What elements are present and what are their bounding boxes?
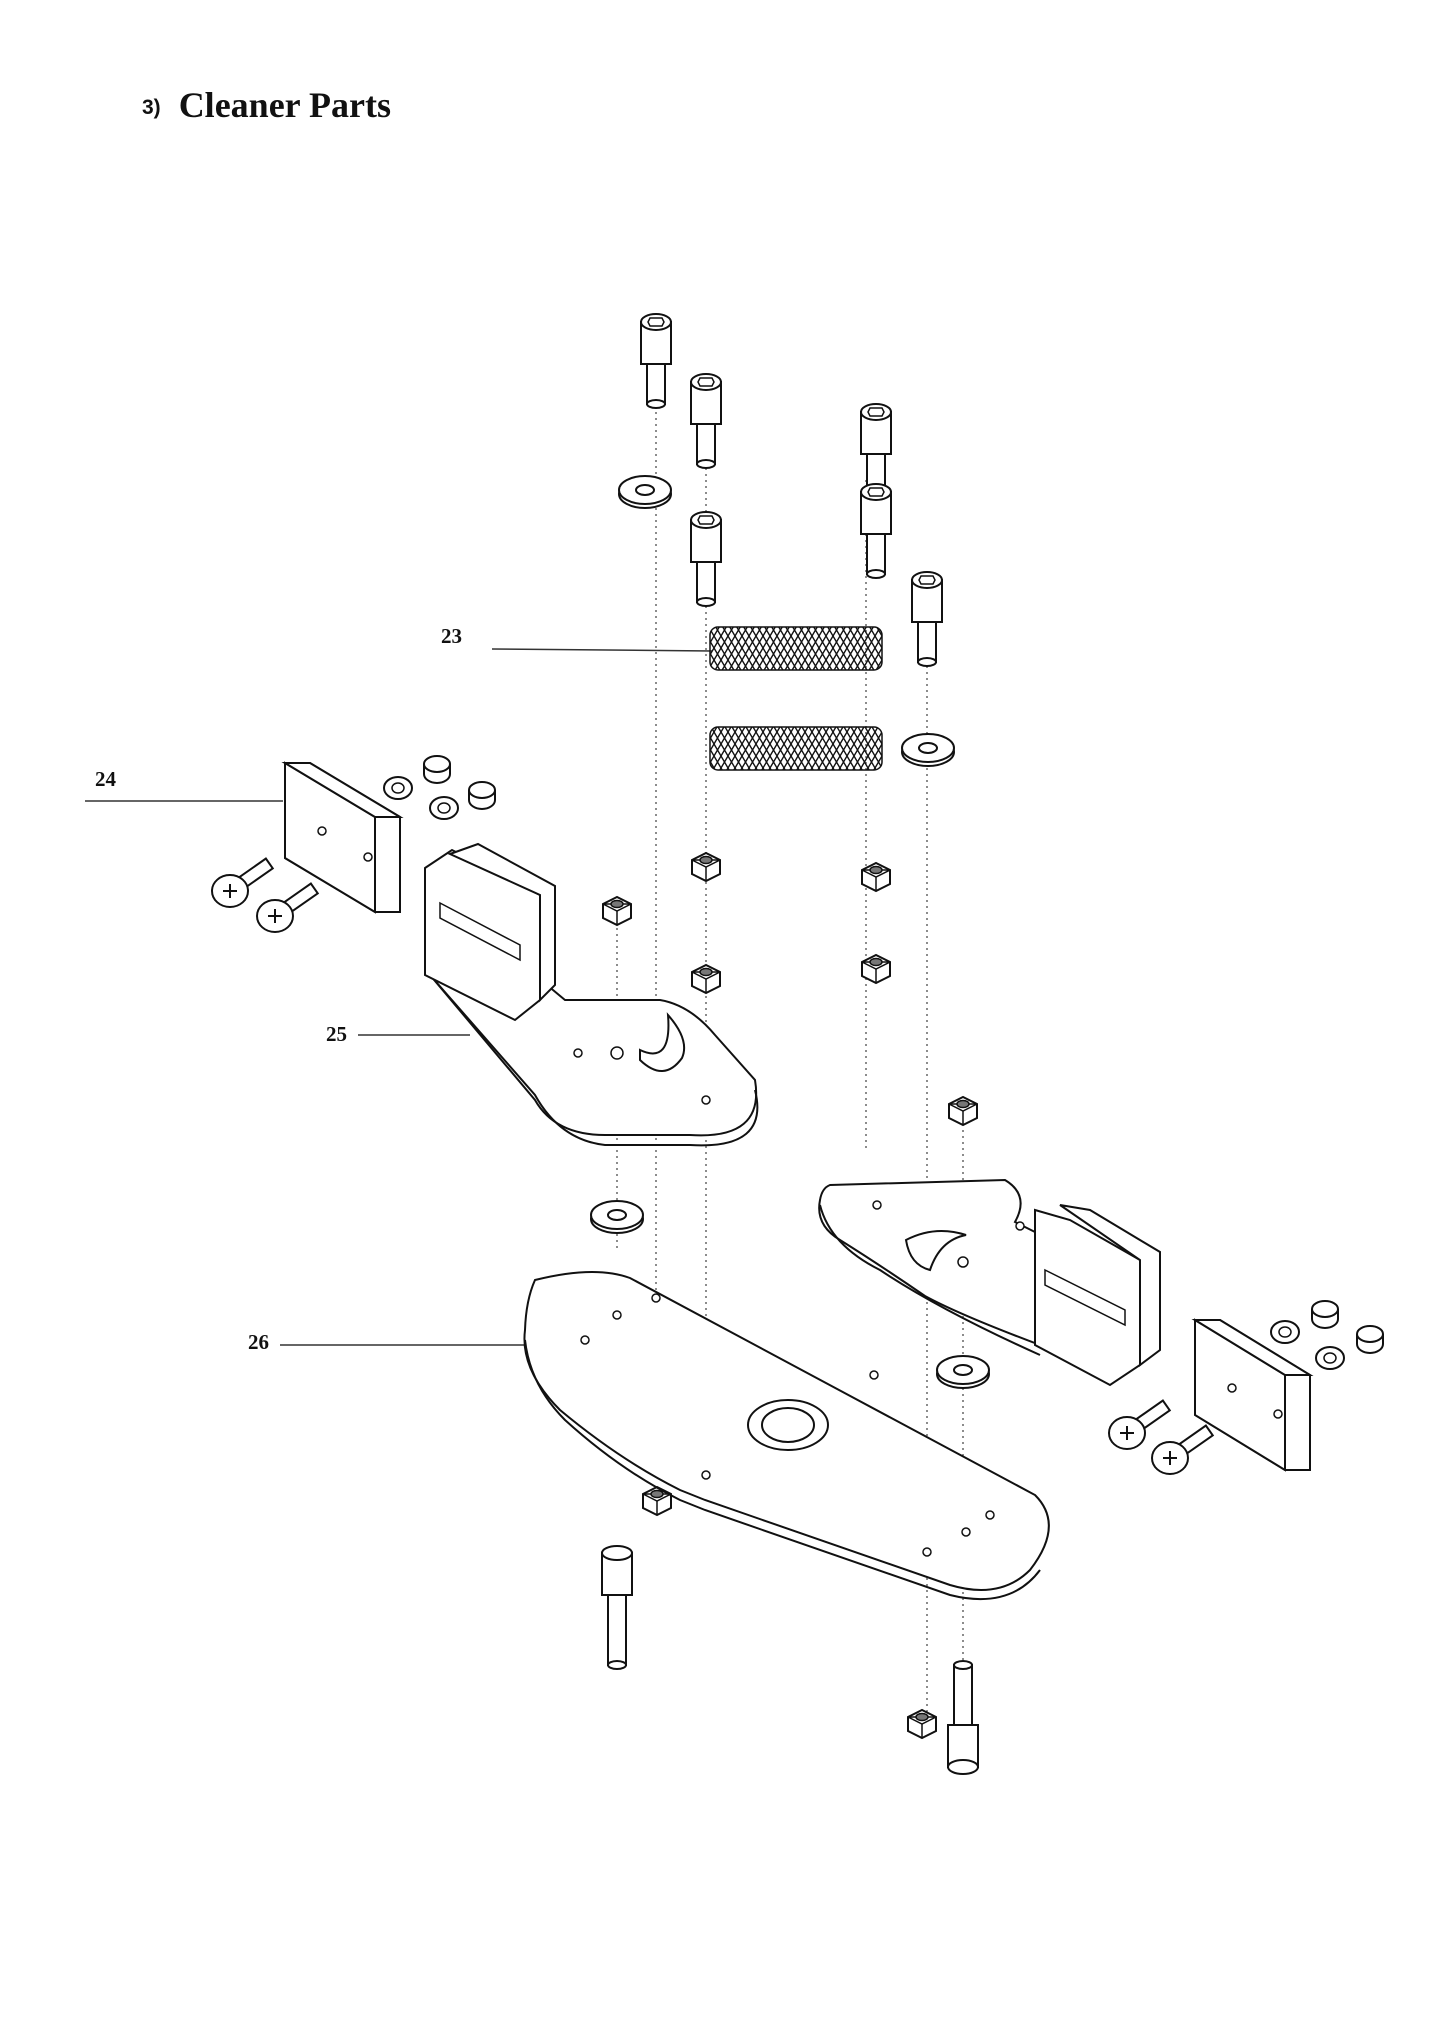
hex-nut-icon: [861, 954, 891, 984]
pan-head-screw-icon: [1151, 1424, 1214, 1475]
washer-icon: [618, 475, 672, 509]
cap-screw-icon: [601, 1545, 633, 1670]
cleaner-bracket-right: [818, 1178, 1161, 1387]
washer-icon: [901, 733, 955, 767]
cap-screw-icon: [860, 483, 892, 579]
hex-nut-icon: [691, 964, 721, 994]
callout-label-25: 25: [326, 1022, 347, 1046]
cap-screw-icon: [690, 511, 722, 607]
small-washer-icon: [1270, 1320, 1300, 1344]
small-nut-icon: [1356, 1325, 1384, 1354]
small-washer-icon: [429, 796, 459, 820]
small-nut-icon: [1311, 1300, 1339, 1329]
hex-nut-icon: [861, 862, 891, 892]
base-plate: [523, 1271, 1050, 1601]
pad-block-icon: [1191, 1318, 1314, 1472]
spring-icon: [709, 726, 883, 771]
spring-icon: [709, 626, 883, 671]
small-washer-icon: [1315, 1346, 1345, 1370]
cap-screw-icon: [911, 571, 943, 667]
small-nut-icon: [468, 781, 496, 810]
cap-screw-icon: [690, 373, 722, 469]
pan-head-screw-icon: [211, 857, 274, 908]
hex-nut-icon: [691, 852, 721, 882]
pan-head-screw-icon: [256, 882, 319, 933]
cleaner-bracket-left: [424, 842, 759, 1147]
pan-head-screw-icon: [1108, 1399, 1171, 1450]
hex-nut-icon: [948, 1096, 978, 1126]
hex-nut-icon: [602, 896, 632, 926]
cap-screw-icon: [640, 313, 672, 409]
callout-label-24: 24: [95, 767, 116, 791]
section-number: 3): [142, 96, 161, 119]
small-nut-icon: [423, 755, 451, 784]
small-washer-icon: [383, 776, 413, 800]
pad-block-icon: [281, 761, 404, 914]
hex-nut-icon: [907, 1709, 937, 1739]
cap-screw-icon: [947, 1660, 979, 1775]
washer-icon: [590, 1200, 644, 1234]
hex-nut-icon: [642, 1486, 672, 1516]
leader-lines: [85, 648, 713, 1346]
callout-label-23: 23: [441, 624, 462, 648]
washer-icon: [936, 1355, 990, 1389]
section-title: Cleaner Parts: [178, 85, 391, 125]
section-heading: 3) Cleaner Parts: [142, 84, 391, 126]
callout-label-26: 26: [248, 1330, 269, 1354]
